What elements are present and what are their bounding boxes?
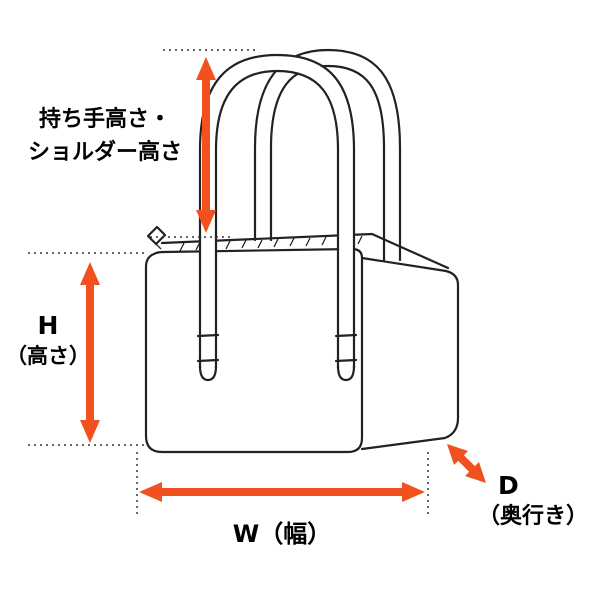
- width-label-text: W（幅）: [232, 520, 332, 548]
- depth-label: D （奥行き）: [478, 470, 600, 532]
- height-label-text: （高さ）: [6, 344, 90, 368]
- depth-label-text: （奥行き）: [478, 504, 589, 529]
- strap-right: [334, 333, 358, 382]
- height-label: H （高さ）: [0, 310, 96, 372]
- handle-height-label-line2: ショルダー高さ: [27, 140, 182, 165]
- zipper: [146, 225, 450, 270]
- strap-left: [196, 333, 220, 382]
- height-arrow: [80, 262, 100, 443]
- height-label-letter: H: [37, 311, 59, 340]
- handle-height-label-line1: 持ち手高さ・: [38, 107, 171, 132]
- handle-height-label: 持ち手高さ・ ショルダー高さ: [10, 103, 200, 169]
- depth-arrow: [447, 444, 486, 483]
- width-label: W（幅）: [139, 514, 425, 549]
- bag-side-panel: [360, 256, 460, 451]
- front-handle: [196, 53, 358, 382]
- bag-body: [144, 247, 364, 454]
- depth-label-letter: D: [498, 471, 519, 500]
- width-arrow: [139, 482, 425, 502]
- handle-height-arrow: [196, 57, 216, 233]
- zipper-pull: [146, 225, 167, 246]
